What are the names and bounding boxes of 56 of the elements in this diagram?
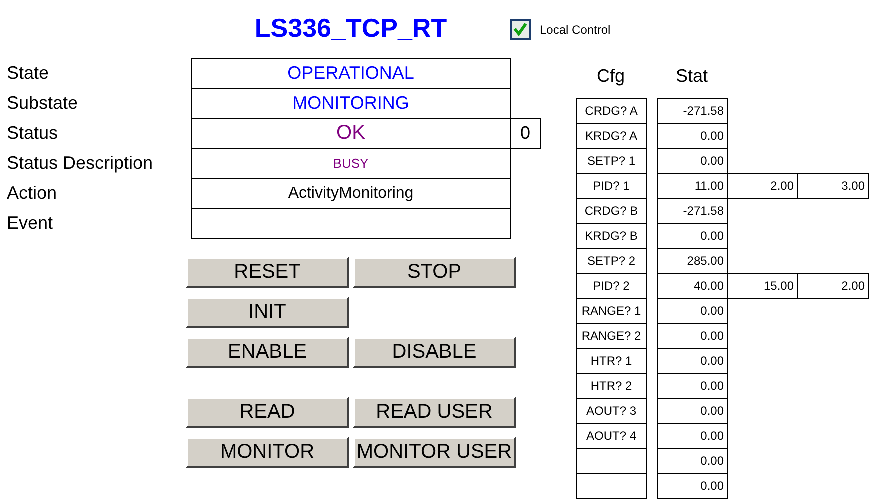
table-cell: 285.00 (657, 248, 728, 274)
table-cell: 0.00 (657, 323, 728, 349)
command-button: STOP (353, 257, 516, 288)
value-field: BUSY (191, 148, 511, 179)
value-field: 0 (510, 118, 541, 149)
command-button: RESET (186, 257, 349, 288)
table-cell: AOUT? 3 (576, 398, 647, 424)
column-header: Cfg (596, 64, 626, 88)
table-cell: 3.00 (797, 173, 869, 199)
table-cell: KRDG? B (576, 223, 647, 249)
table-cell: 2.00 (797, 273, 869, 299)
command-button: MONITOR USER (353, 437, 516, 468)
field-label: Substate (7, 92, 80, 114)
table-cell: HTR? 1 (576, 348, 647, 374)
table-cell: -271.58 (657, 98, 728, 124)
field-label: Event (7, 212, 54, 234)
table-cell: RANGE? 2 (576, 323, 647, 349)
table-cell: CRDG? B (576, 198, 647, 224)
table-cell: 0.00 (657, 473, 728, 499)
value-field: ActivityMonitoring (191, 178, 511, 209)
field-label: Status (7, 122, 60, 144)
table-cell: 15.00 (727, 273, 798, 299)
table-cell: 0.00 (657, 298, 728, 324)
table-cell: 0.00 (657, 223, 728, 249)
table-cell: SETP? 1 (576, 148, 647, 174)
field-label: Status Description (7, 152, 154, 175)
table-cell: 0.00 (657, 373, 728, 399)
table-cell: 0.00 (657, 148, 728, 174)
table-cell: -271.58 (657, 198, 728, 224)
table-cell: PID? 2 (576, 273, 647, 299)
checkbox-label: Local Control (540, 22, 612, 39)
table-cell: AOUT? 4 (576, 423, 647, 449)
command-button: READ (186, 397, 349, 428)
table-cell: 0.00 (657, 123, 728, 149)
column-header: Stat (674, 64, 710, 88)
command-button: READ USER (353, 397, 516, 428)
table-cell: KRDG? A (576, 123, 647, 149)
command-button: INIT (186, 297, 349, 328)
value-field: MONITORING (191, 88, 511, 119)
field-label: State (7, 62, 50, 84)
command-button: DISABLE (353, 337, 516, 368)
table-cell: 0.00 (657, 398, 728, 424)
panel-title: LS336_TCP_RT (254, 12, 448, 44)
table-cell: CRDG? A (576, 98, 647, 124)
value-field: OPERATIONAL (191, 58, 511, 89)
command-button: ENABLE (186, 337, 349, 368)
table-cell: 0.00 (657, 348, 728, 374)
command-button: MONITOR (186, 437, 349, 468)
table-cell: HTR? 2 (576, 373, 647, 399)
table-cell: SETP? 2 (576, 248, 647, 274)
table-cell: 2.00 (727, 173, 798, 199)
table-cell: 0.00 (657, 423, 728, 449)
table-cell: RANGE? 1 (576, 298, 647, 324)
field-label: Action (7, 182, 58, 204)
table-cell: 0.00 (657, 448, 728, 474)
table-cell: PID? 1 (576, 173, 647, 199)
